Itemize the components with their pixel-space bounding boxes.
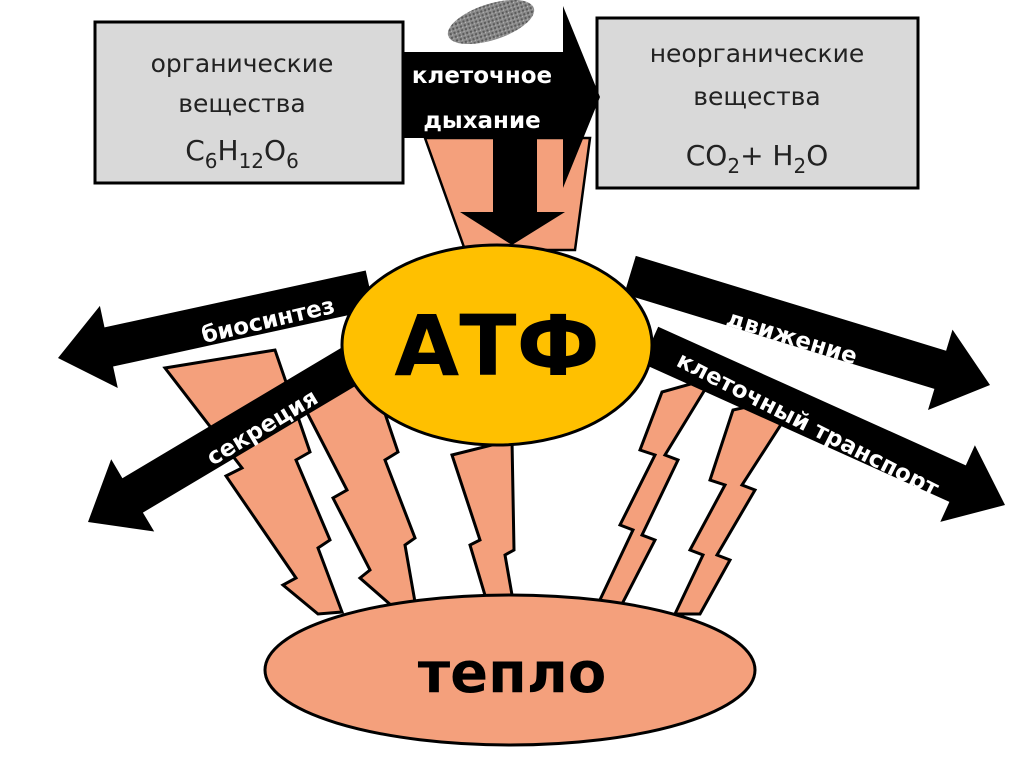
respiration-line2: дыхание [423,108,540,134]
respiration-arrow [403,6,600,188]
movement-arrow [624,255,990,410]
secretion-arrow [88,342,371,532]
organic-line1: органические [151,49,334,78]
bolt-3 [450,438,517,614]
inorganic-substances-box: неорганические вещества CO2+ H2O [595,16,920,190]
bolt-5 [672,392,804,616]
cell-transport-arrow [641,326,1005,522]
inorganic-line2: вещества [693,82,820,111]
heat-label: тепло [418,641,607,706]
energy-bolts [162,348,804,616]
down-arrow-to-atp [460,138,565,245]
glucose-formula: C6H12O6 [185,134,299,173]
organic-substances-box: органические вещества C6H12O6 [93,20,405,185]
biosynthesis-arrow [58,270,375,388]
atp-label: АТФ [394,297,600,395]
bolt-1 [162,348,345,616]
mitochondrion-icon [447,0,535,45]
heat-ellipse [263,593,757,747]
atp-ellipse [340,243,654,447]
inorganic-line1: неорганические [650,39,865,68]
output-arrows [58,255,1005,532]
respiration-line1: клеточное [412,63,552,89]
organic-line2: вещества [178,89,305,118]
products-formula: CO2+ H2O [686,139,829,178]
